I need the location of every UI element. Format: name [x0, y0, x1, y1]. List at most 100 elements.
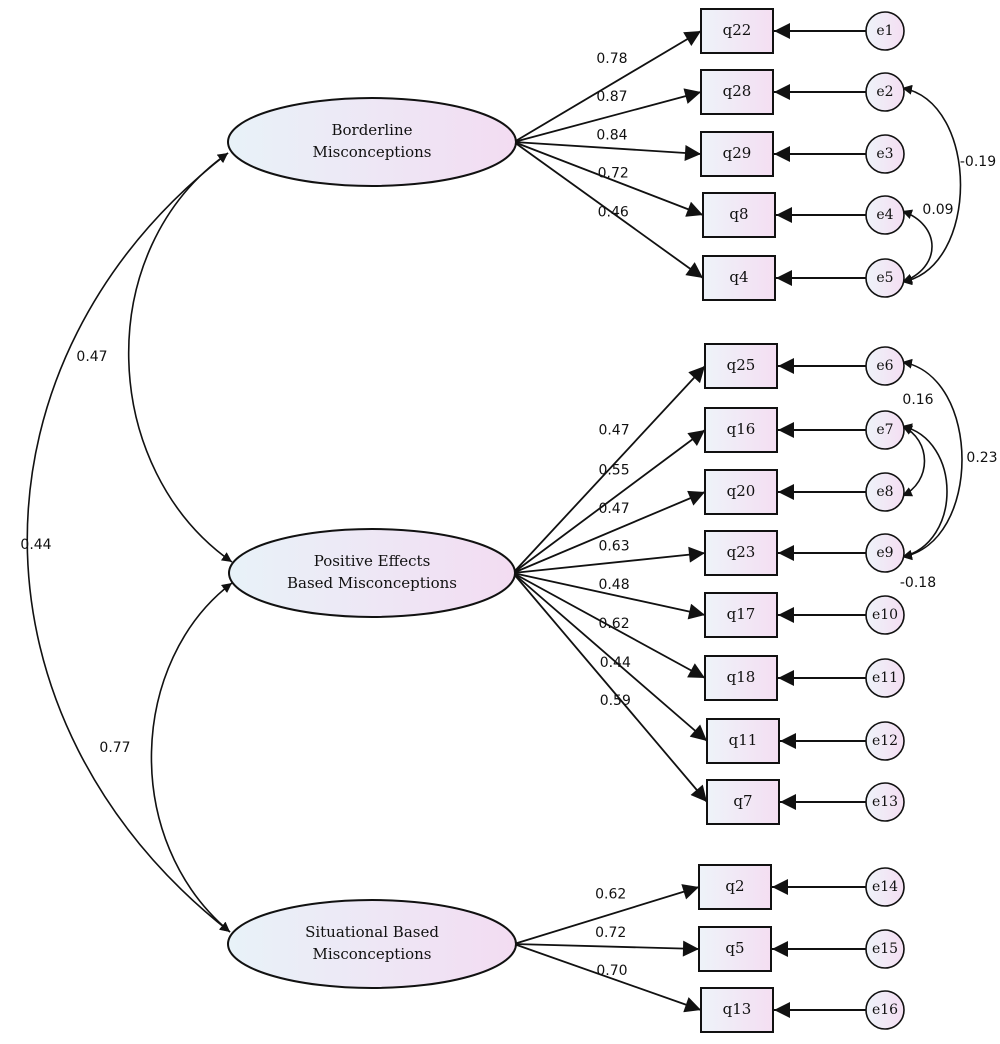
- error-term-circle: [865, 258, 905, 298]
- error-term-circle: [865, 134, 905, 174]
- error-covariance-arc: [901, 425, 926, 497]
- error-term-label: e5: [876, 270, 893, 286]
- observed-item-label: q2: [725, 877, 744, 895]
- observed-item-label: q13: [723, 1000, 752, 1018]
- loading-label: 0.62: [598, 616, 629, 632]
- observed-item-label: q25: [727, 356, 756, 374]
- observed-item-label: q22: [723, 21, 752, 39]
- error-term-label: e8: [876, 484, 893, 500]
- loading-label: 0.47: [598, 501, 629, 517]
- observed-item-label: q29: [723, 144, 752, 162]
- observed-item-box: [700, 987, 774, 1033]
- error-covariance-arc: [901, 209, 933, 284]
- error-term-circle: [865, 721, 905, 761]
- error-term-circle: [865, 595, 905, 635]
- error-term-circle: [865, 472, 905, 512]
- observed-item-box: [698, 864, 772, 910]
- error-term-circle: [865, 658, 905, 698]
- error-covariance-label: 0.23: [966, 450, 997, 466]
- loading-arrow: [512, 546, 706, 574]
- loading-arrow: [513, 88, 702, 143]
- latent-factor-label: Situational Based: [305, 923, 439, 941]
- error-term-label: e6: [876, 358, 893, 374]
- error-term-label: e7: [876, 422, 893, 438]
- observed-item-box: [702, 192, 776, 238]
- loading-arrow: [512, 572, 706, 620]
- latent-factor-label: Positive Effects: [314, 552, 431, 570]
- loading-arrow: [513, 884, 700, 945]
- latent-factor-ellipse: [228, 528, 516, 618]
- error-term-label: e1: [876, 23, 893, 39]
- loading-label: 0.87: [596, 89, 627, 105]
- error-term-circle: [865, 990, 905, 1030]
- observed-item-label: q5: [725, 939, 744, 957]
- loading-arrow: [513, 141, 704, 279]
- loading-arrow: [512, 429, 706, 574]
- observed-item-label: q11: [729, 731, 758, 749]
- error-covariance-arc: [901, 84, 962, 286]
- latent-factor-label: Based Misconceptions: [287, 574, 457, 592]
- factor-covariance-arc: [26, 152, 231, 933]
- error-term-label: e12: [872, 733, 898, 749]
- error-covariance-arc: [901, 358, 963, 561]
- error-term-circle: [865, 11, 905, 51]
- error-term-label: e9: [876, 545, 893, 561]
- error-term-circle: [865, 533, 905, 573]
- factor-covariance-arc: [150, 582, 233, 933]
- loading-arrow: [513, 141, 704, 217]
- loading-arrow: [512, 365, 706, 574]
- latent-factor-ellipse: [227, 899, 517, 989]
- error-term-label: e10: [872, 607, 898, 623]
- loading-arrow: [512, 572, 708, 803]
- error-covariance-arc: [901, 423, 948, 560]
- observed-item-box: [704, 592, 778, 638]
- observed-item-label: q18: [727, 668, 756, 686]
- observed-item-box: [698, 926, 772, 972]
- error-term-circle: [865, 782, 905, 822]
- observed-item-label: q7: [733, 792, 752, 810]
- loading-label: 0.70: [596, 963, 627, 979]
- loading-label: 0.78: [596, 51, 627, 67]
- factor-covariance-label: 0.44: [20, 537, 51, 553]
- error-covariance-label: -0.19: [960, 154, 996, 170]
- latent-factor-label: Borderline: [331, 121, 412, 139]
- observed-item-box: [704, 655, 778, 701]
- error-term-label: e14: [872, 879, 898, 895]
- factor-covariance-arc: [127, 152, 233, 563]
- loading-arrow: [513, 940, 700, 957]
- loading-label: 0.72: [595, 925, 626, 941]
- observed-item-box: [700, 8, 774, 54]
- loading-arrow: [512, 572, 706, 679]
- error-term-circle: [865, 195, 905, 235]
- error-term-circle: [865, 867, 905, 907]
- error-term-label: e2: [876, 84, 893, 100]
- observed-item-box: [702, 255, 776, 301]
- error-term-label: e13: [872, 794, 898, 810]
- loading-label: 0.55: [598, 462, 629, 478]
- error-covariance-label: -0.18: [900, 575, 936, 591]
- latent-factor-label: Misconceptions: [312, 945, 431, 963]
- observed-item-box: [706, 779, 780, 825]
- loading-label: 0.72: [598, 165, 629, 181]
- observed-item-label: q4: [729, 268, 748, 286]
- error-covariance-label: 0.09: [922, 202, 953, 218]
- loading-label: 0.47: [598, 423, 629, 439]
- error-term-label: e15: [872, 941, 898, 957]
- error-term-label: e3: [876, 146, 893, 162]
- observed-item-box: [700, 69, 774, 115]
- observed-item-label: q17: [727, 605, 756, 623]
- latent-factor-label: Misconceptions: [312, 143, 431, 161]
- loading-arrow: [512, 490, 706, 574]
- observed-item-label: q8: [729, 205, 748, 223]
- observed-item-box: [704, 469, 778, 515]
- error-term-circle: [865, 72, 905, 112]
- loading-label: 0.48: [598, 577, 629, 593]
- error-covariance-label: 0.16: [902, 392, 933, 408]
- error-term-circle: [865, 929, 905, 969]
- loading-label: 0.62: [595, 887, 626, 903]
- error-term-circle: [865, 410, 905, 450]
- observed-item-label: q20: [727, 482, 756, 500]
- observed-item-box: [704, 343, 778, 389]
- loading-label: 0.63: [598, 539, 629, 555]
